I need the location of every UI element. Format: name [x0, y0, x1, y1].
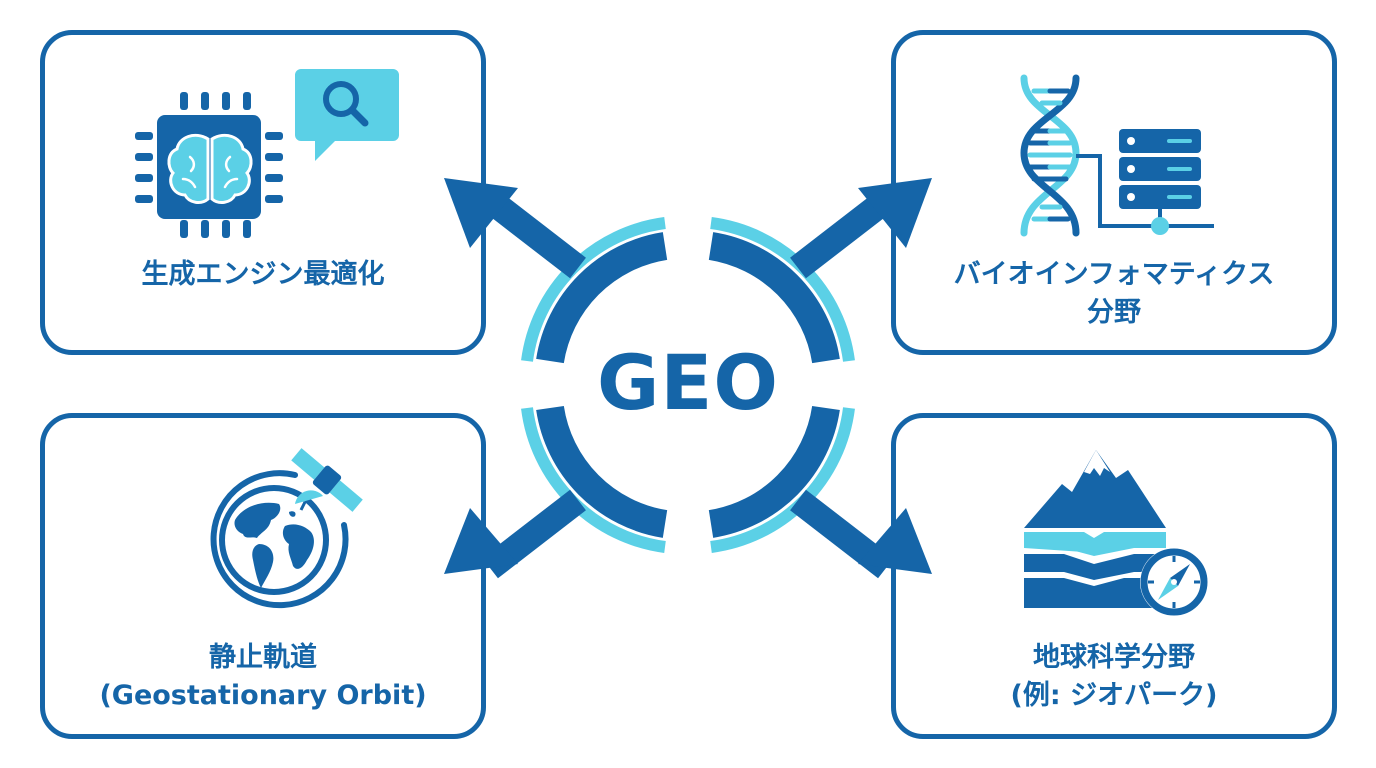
box-label-line2: (Geostationary Orbit) [99, 680, 427, 711]
box-label-line2: (例: ジオパーク) [1010, 680, 1218, 711]
dna-database-icon [1020, 74, 1214, 237]
box-generative-engine-optimization: 生成エンジン最適化 [40, 30, 486, 355]
center-title: GEO [597, 338, 779, 427]
globe-satellite-icon [210, 448, 363, 609]
search-bubble-icon [295, 69, 399, 161]
ai-chip-brain-icon [135, 92, 283, 238]
box-geostationary-orbit: 静止軌道 (Geostationary Orbit) [40, 413, 486, 739]
box-bioinformatics: バイオインフォマティクス 分野 [891, 30, 1337, 355]
box-geoscience: 地球科学分野 (例: ジオパーク) [891, 413, 1337, 739]
box-label-line2: 分野 [1087, 297, 1141, 328]
mountain-strata-compass-icon [1024, 450, 1208, 616]
box-label-line1: バイオインフォマティクス [953, 259, 1275, 290]
box-label-line1: 地球科学分野 [1033, 642, 1195, 673]
box-label-line1: 静止軌道 [209, 642, 317, 673]
box-label: 生成エンジン最適化 [141, 259, 385, 290]
